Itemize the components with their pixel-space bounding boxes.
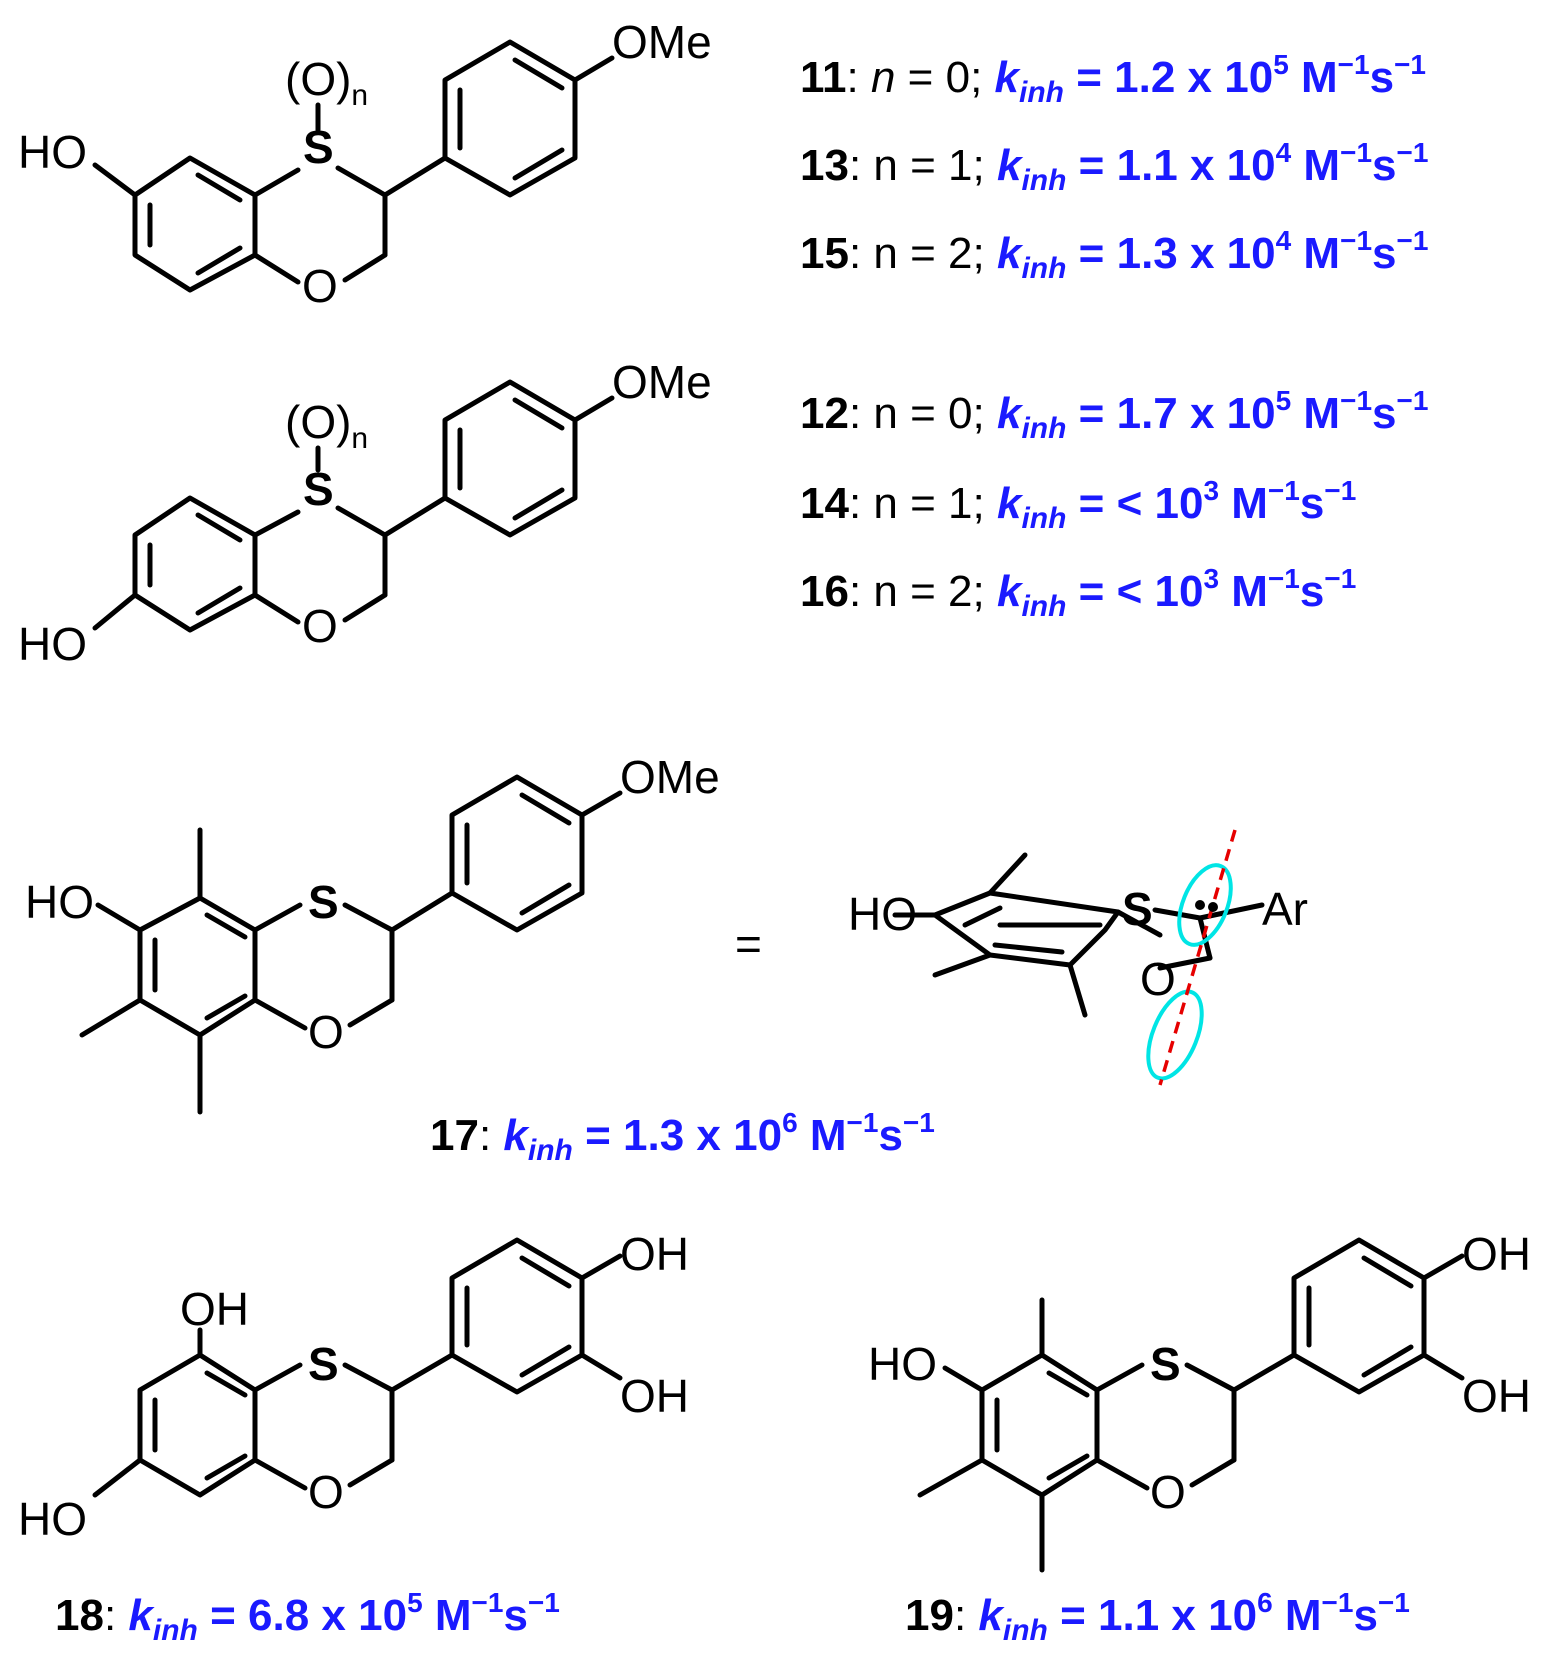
atom-s: S xyxy=(308,876,339,928)
equals-sign: = xyxy=(735,918,762,970)
label-compound-16: 16: n = 2; kinh = < 103 M−1s−1 xyxy=(800,563,1356,623)
label-compound-13: 13: n = 1; kinh = 1.1 x 104 M−1s−1 xyxy=(800,137,1428,197)
atom-o: O xyxy=(1150,1466,1186,1518)
structure-17: HO S O OMe xyxy=(25,751,720,1115)
structure-17-perspective: HO S O Ar xyxy=(848,829,1308,1086)
structure-18: OH HO S O OH OH xyxy=(18,1228,689,1545)
atom-ho: HO xyxy=(18,1493,87,1545)
atom-ho: HO xyxy=(18,618,87,670)
atom-o: O xyxy=(308,1006,344,1058)
atom-ho: HO xyxy=(848,888,917,940)
atom-ho: HO xyxy=(868,1338,937,1390)
structure-12-14-16: HO S O (O)n OMe xyxy=(18,356,712,670)
label-compound-11: 11: n = 0; kinh = 1.2 x 105 M−1s−1 xyxy=(800,49,1426,109)
structure-19: HO S O OH OH xyxy=(868,1228,1531,1573)
label-compound-12: 12: n = 0; kinh = 1.7 x 105 M−1s−1 xyxy=(800,385,1428,445)
atom-ho: HO xyxy=(25,876,94,928)
atom-oh: OH xyxy=(620,1370,689,1422)
atom-o: O xyxy=(308,1466,344,1518)
compound-labels: 11: n = 0; kinh = 1.2 x 105 M−1s−1 13: n … xyxy=(55,49,1428,1647)
atom-oh: OH xyxy=(620,1228,689,1280)
atom-ome: OMe xyxy=(612,16,712,68)
atom-oh: OH xyxy=(1462,1228,1531,1280)
atom-oh: OH xyxy=(1462,1370,1531,1422)
label-compound-15: 15: n = 2; kinh = 1.3 x 104 M−1s−1 xyxy=(800,225,1428,285)
label-compound-18: 18: kinh = 6.8 x 105 M−1s−1 xyxy=(55,1587,560,1647)
atom-oh: OH xyxy=(180,1283,249,1335)
atom-ome: OMe xyxy=(620,751,720,803)
atom-ome: OMe xyxy=(612,356,712,408)
atom-s: S xyxy=(303,463,334,515)
label-compound-17: 17: kinh = 1.3 x 106 M−1s−1 xyxy=(430,1107,935,1167)
atom-s: S xyxy=(1150,1338,1181,1390)
atom-o: O xyxy=(302,600,338,652)
atom-s: S xyxy=(303,121,334,173)
atom-sulfoxide-o: (O)n xyxy=(285,53,368,112)
label-compound-14: 14: n = 1; kinh = < 103 M−1s−1 xyxy=(800,475,1356,535)
atom-o: O xyxy=(1140,953,1176,1005)
label-compound-19: 19: kinh = 1.1 x 106 M−1s−1 xyxy=(905,1587,1410,1647)
atom-sulfoxide-o: (O)n xyxy=(285,396,368,455)
atom-ar: Ar xyxy=(1262,883,1308,935)
atom-s: S xyxy=(308,1338,339,1390)
atom-o: O xyxy=(302,260,338,312)
structure-11-13-15: HO S O (O)n OMe xyxy=(18,16,712,312)
atom-s: S xyxy=(1122,883,1153,935)
atom-ho: HO xyxy=(18,126,87,178)
